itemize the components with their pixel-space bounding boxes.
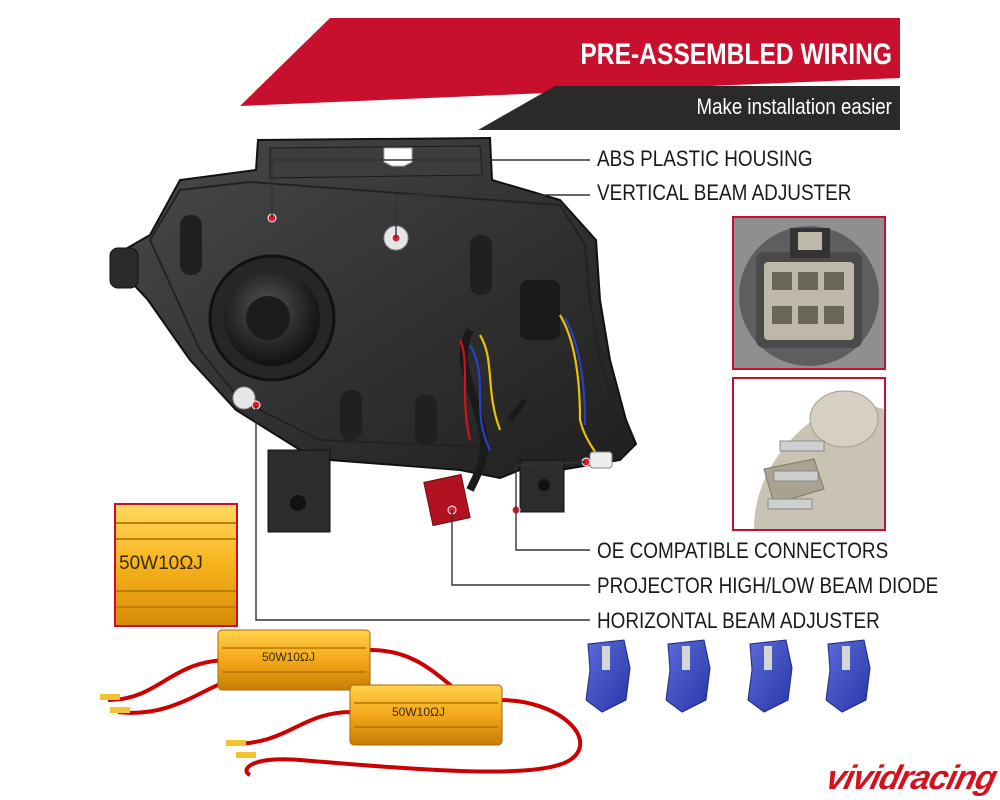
inset-connector (732, 216, 886, 370)
callout-projector-diode: PROJECTOR HIGH/LOW BEAM DIODE (597, 573, 939, 598)
callout-lines (255, 159, 590, 621)
callout-vertical-adjuster: VERTICAL BEAM ADJUSTER (597, 180, 852, 205)
callout-oe-connectors: OE COMPATIBLE CONNECTORS (597, 538, 889, 563)
banner-dark-shape (478, 86, 900, 130)
inset-resistor-label: 50W10ΩJ (119, 553, 203, 574)
header-banner (240, 18, 900, 130)
resistor-label-1: 50W10ΩJ (262, 650, 315, 664)
connector-plug-icon (734, 218, 884, 368)
connector-plug-small-icon (589, 451, 613, 469)
wire-tap-connector-icon (585, 639, 871, 713)
callout-abs-housing: ABS PLASTIC HOUSING (597, 146, 813, 171)
inset-resistor (114, 503, 238, 627)
brand-logo: vividracing (822, 759, 1000, 797)
resistor-label-2: 50W10ΩJ (392, 705, 445, 719)
banner-title: PRE-ASSEMBLED WIRING (580, 38, 892, 71)
headlight-housing-icon (109, 136, 638, 533)
inset-bulb-socket (732, 377, 886, 531)
bulb-socket-icon (734, 379, 884, 529)
diode-module-icon (423, 473, 471, 527)
banner-subtitle: Make installation easier (696, 94, 892, 119)
callout-horizontal-adjuster: HORIZONTAL BEAM ADJUSTER (597, 608, 880, 633)
resistor-closeup-icon (116, 505, 236, 625)
wiring-harness-icon (459, 314, 601, 492)
load-resistor-icon (100, 629, 583, 777)
banner-red-shape (240, 18, 900, 106)
